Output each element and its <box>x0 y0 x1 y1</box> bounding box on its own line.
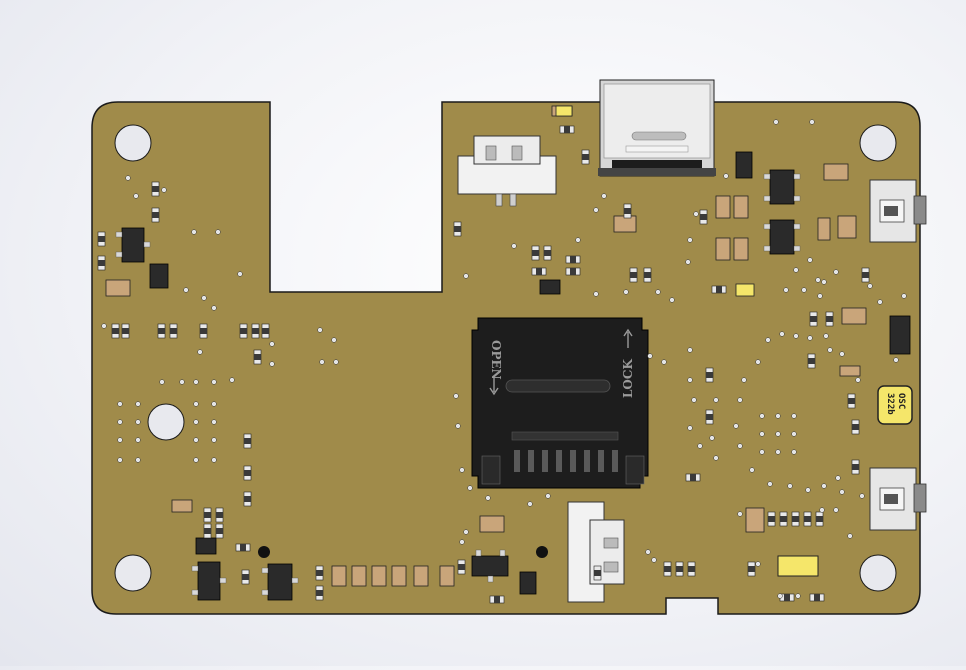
sd-lock-arrow-icon <box>623 328 633 348</box>
ic-sot23-left-b <box>149 263 169 289</box>
tan-capacitors <box>105 105 867 587</box>
osc-part-label: 322b <box>885 393 895 415</box>
ic-packages <box>121 151 911 601</box>
ic-sot23-top-right <box>769 169 795 205</box>
mounting-holes <box>114 124 897 592</box>
ic-bottom-left-b <box>197 561 221 601</box>
jst-connector-top <box>457 135 557 207</box>
micro-sd-socket: OPEN LOCK <box>471 317 649 489</box>
osc-label: OSC <box>896 393 906 409</box>
led-top <box>555 105 573 117</box>
sd-lock-label: LOCK <box>621 359 635 398</box>
mounting-hole-top-right <box>859 124 897 162</box>
usb-c-connector <box>598 79 716 177</box>
ic-bottom-mid-b <box>519 571 537 595</box>
ic-pins <box>115 173 801 596</box>
ic-bottom-mid <box>471 555 509 577</box>
led-yellow <box>735 283 755 297</box>
ic-sot23-top-right-b <box>769 219 795 255</box>
yellow-pad <box>777 555 819 577</box>
ic-bottom-left-a <box>195 537 217 555</box>
ic-sd-side <box>539 279 561 295</box>
mounting-hole-top-left <box>114 124 152 162</box>
mounting-hole-bottom-right <box>859 554 897 592</box>
vias <box>101 119 907 599</box>
ic-sot23-left <box>121 227 145 263</box>
sd-open-arrow-icon <box>489 376 499 396</box>
ic-mid-right <box>889 315 911 355</box>
mounting-hole-center-left <box>147 403 185 441</box>
ic-diode-top <box>735 151 753 179</box>
tactile-switch-top <box>869 179 927 243</box>
smd-small-passives <box>97 125 870 604</box>
mounting-hole-bottom-left <box>114 554 152 592</box>
tactile-switch-bottom <box>869 467 927 531</box>
oscillator: 322b OSC <box>877 385 913 425</box>
sd-open-label: OPEN <box>489 340 503 380</box>
ic-bottom-left-c <box>267 563 293 601</box>
fiducials <box>258 546 548 558</box>
